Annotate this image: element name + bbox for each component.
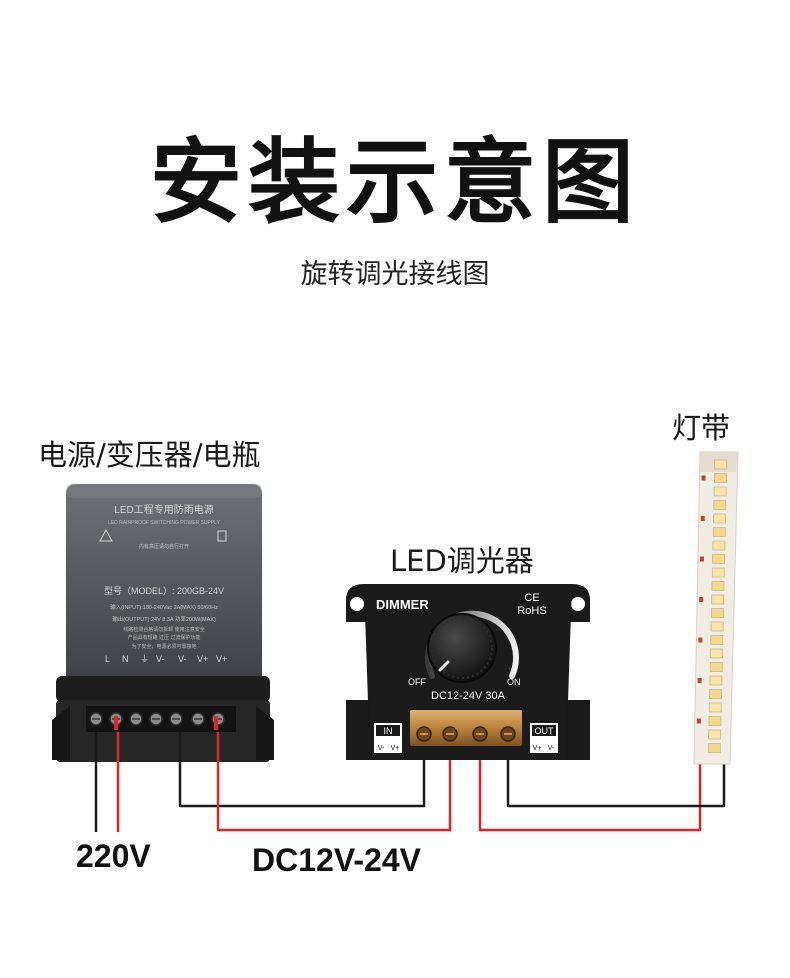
led-chip	[711, 567, 725, 578]
dimmer-out-label: OUT	[535, 726, 555, 736]
psu-terminal-label: V-	[178, 654, 187, 664]
strip-resistor	[699, 597, 704, 602]
psu-terminal-label: ⏚	[140, 654, 149, 664]
psu-model: 型号（MODEL）: 200GB-24V	[104, 586, 224, 596]
dimmer-screw-hole	[350, 597, 364, 611]
strip-resistor	[696, 718, 701, 724]
warning-icon	[99, 528, 113, 542]
led-chip	[708, 702, 722, 713]
strip-leds	[696, 459, 728, 753]
led-chip	[707, 743, 721, 753]
wires	[94, 732, 726, 832]
dimmer-screw-hole	[571, 597, 585, 611]
led-chip	[710, 635, 724, 645]
dimmer-brand: DIMMER	[376, 597, 429, 612]
psu-terminal-labels: L N ⏚ V- V- V+ V+	[105, 654, 227, 664]
wire-out-positive	[478, 744, 702, 832]
strip-resistor	[697, 678, 702, 683]
wire-out-negative	[506, 744, 726, 808]
led-chip	[710, 621, 724, 632]
led-chip	[713, 500, 727, 510]
dimmer-terminal-screws	[416, 726, 516, 742]
strip-resistor	[700, 516, 705, 521]
page-subtitle: 旋转调光接线图	[300, 259, 490, 290]
page-title: 安装示意图	[149, 129, 640, 236]
dimmer-spec: DC12-24V 30A	[431, 690, 506, 702]
psu-heading: LED工程专用防雨电源	[114, 503, 213, 516]
led-chip	[708, 716, 722, 726]
led-chip	[712, 527, 726, 537]
led-chip	[709, 675, 723, 686]
psu-terminal-label: L	[105, 654, 110, 664]
led-chip	[712, 540, 726, 551]
psu-note-2: 产品具有短路 过压 过流保护功能	[128, 634, 201, 641]
led-chip	[710, 608, 724, 618]
led-chip	[713, 513, 726, 524]
dimmer-on-label: ON	[507, 677, 521, 687]
psu-input: 输入(INPUT):180-240Vac 2A(MAX) 50/60Hz	[110, 603, 218, 611]
voltage-in-label: 220V	[76, 838, 151, 874]
led-chip	[710, 648, 723, 659]
led-chip	[709, 662, 723, 672]
psu-terminal-label: V-	[156, 654, 165, 664]
psu-frame	[56, 676, 270, 702]
led-chip	[708, 729, 722, 740]
strip-resistor	[698, 637, 703, 643]
psu-note-4: 为了安全，电源必须可靠接地	[131, 643, 196, 650]
dimmer-knob[interactable]	[427, 613, 497, 683]
psu-output: 输出(OUTPUT):24V 8.3A 功率200W(MAX)	[112, 615, 216, 623]
rohs-mark: RoHS	[517, 605, 546, 617]
led-chip	[713, 486, 727, 497]
bin-icon	[217, 530, 227, 542]
wire-dc-positive	[216, 732, 452, 832]
psu-note-3: 内有高压请勿自行打开	[139, 543, 189, 550]
dimmer-in-label: IN	[384, 726, 393, 736]
wire-dc-negative	[178, 732, 426, 808]
knob-indicator	[438, 660, 450, 672]
led-chip	[712, 554, 726, 564]
dimmer-label: LED调光器	[390, 544, 534, 578]
dimmer-out-term: V+	[533, 745, 542, 752]
psu-terminal-label: N	[122, 654, 129, 664]
led-chip	[711, 594, 725, 605]
led-dimmer: DIMMER CE RoHS OFF ON DC12-24V 30A IN V-…	[346, 584, 590, 760]
led-chip	[711, 581, 725, 591]
psu-body	[66, 484, 262, 684]
ce-mark: CE	[524, 592, 539, 604]
dimmer-off-label: OFF	[408, 677, 426, 687]
psu-note-1: 线路检测合格请勿拆卸 使用注意安全	[123, 626, 204, 633]
led-chip	[709, 689, 722, 699]
dimmer-terminal-block	[410, 710, 522, 746]
led-chip	[714, 459, 728, 470]
strip-label: 灯带	[672, 411, 731, 445]
dimmer-in-term: V-	[378, 745, 385, 752]
psu-terminal-label: V+	[216, 654, 227, 664]
power-supply: LED工程专用防雨电源 LED RAINPROOF SWITCHING POWE…	[52, 484, 274, 762]
dimmer-in-term: V+	[391, 745, 400, 752]
strip-resistor	[701, 475, 706, 481]
strip-resistor	[699, 556, 704, 562]
psu-heading-en: LED RAINPROOF SWITCHING POWER SUPPLY	[108, 520, 221, 526]
power-supply-label: 电源/变压器/电瓶	[38, 438, 261, 472]
voltage-dc-label: DC12V-24V	[252, 842, 421, 878]
psu-terminal-label: V+	[197, 654, 208, 664]
led-strip	[693, 451, 739, 765]
led-chip	[714, 473, 727, 483]
dimmer-out-term: V-	[548, 745, 555, 752]
